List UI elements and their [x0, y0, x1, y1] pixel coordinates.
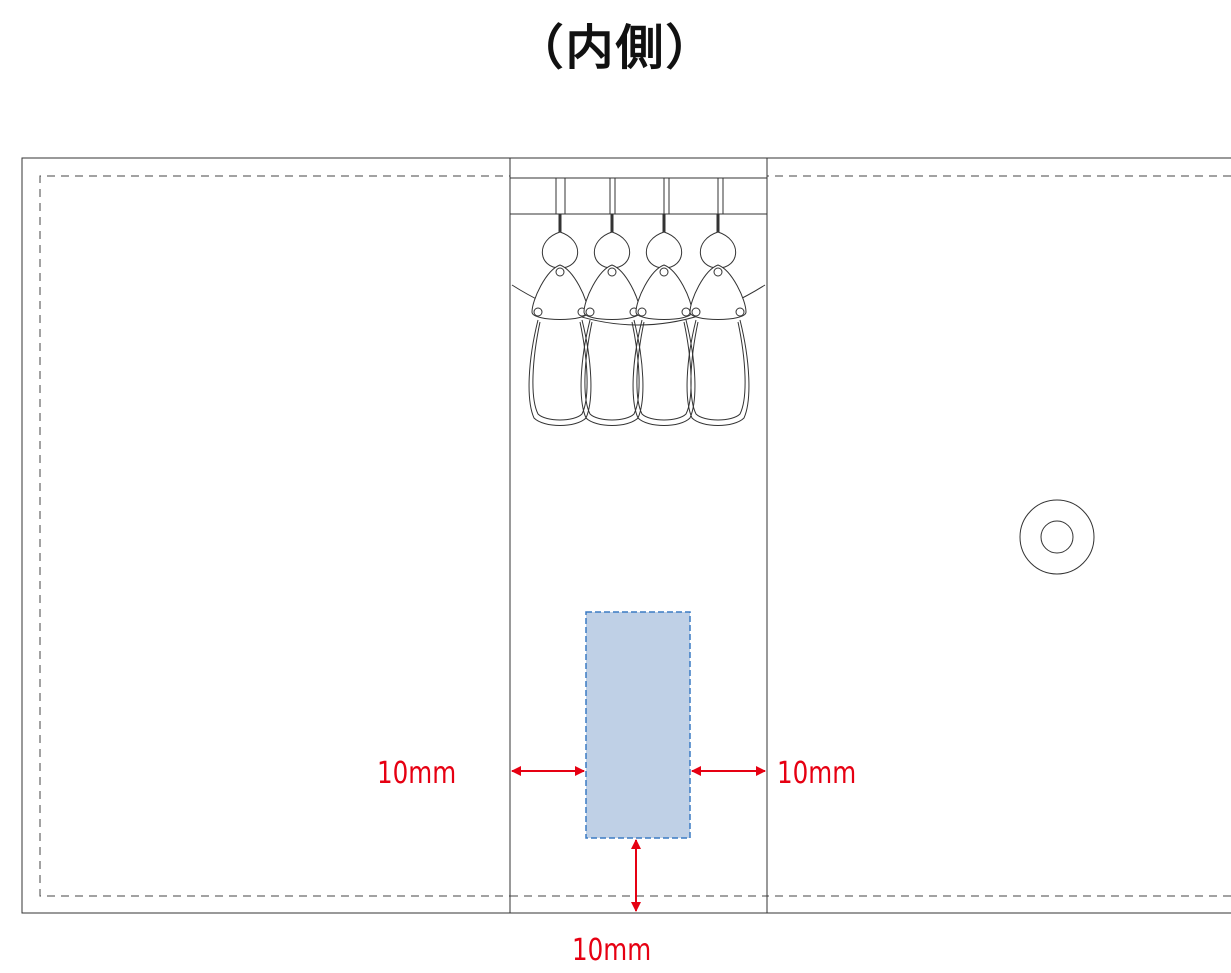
dimension-label-right: 10mm [777, 756, 857, 791]
dimension-label-bottom: 10mm [572, 933, 652, 968]
key-hook-1 [528, 214, 592, 426]
key-hook-2 [580, 214, 644, 426]
page-title: （内側） [515, 20, 716, 76]
key-hook-bar [510, 177, 767, 215]
dimension-label-left: 10mm [377, 756, 457, 791]
key-hook-3 [632, 214, 696, 426]
snap-button [1019, 499, 1095, 575]
key-hook-4 [686, 214, 750, 426]
print-area [585, 611, 691, 839]
